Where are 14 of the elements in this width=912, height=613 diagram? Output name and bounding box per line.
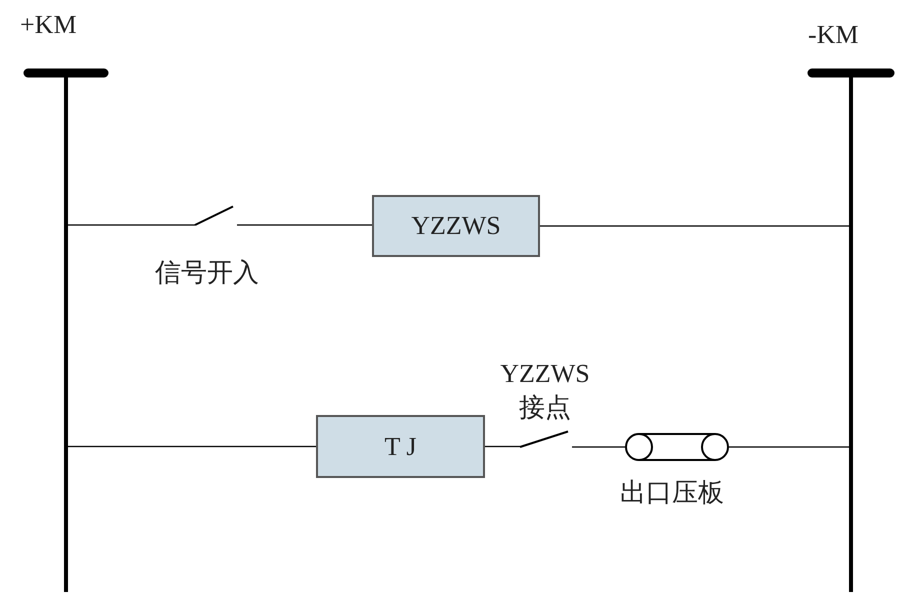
bus-label: +KM	[20, 10, 77, 40]
wire	[540, 225, 851, 227]
component-label: 出口压板	[620, 478, 724, 508]
relay-box: T J	[316, 415, 485, 478]
wire	[729, 446, 851, 448]
relay-box: YZZWS	[372, 195, 540, 257]
component-label: YZZWS 接点	[499, 358, 591, 424]
wire	[237, 224, 372, 226]
bus-label: -KM	[808, 20, 859, 50]
wire	[485, 446, 520, 448]
wire	[66, 446, 316, 448]
component-label: 信号开入	[155, 258, 259, 288]
wire	[66, 224, 195, 226]
wire	[572, 446, 625, 448]
